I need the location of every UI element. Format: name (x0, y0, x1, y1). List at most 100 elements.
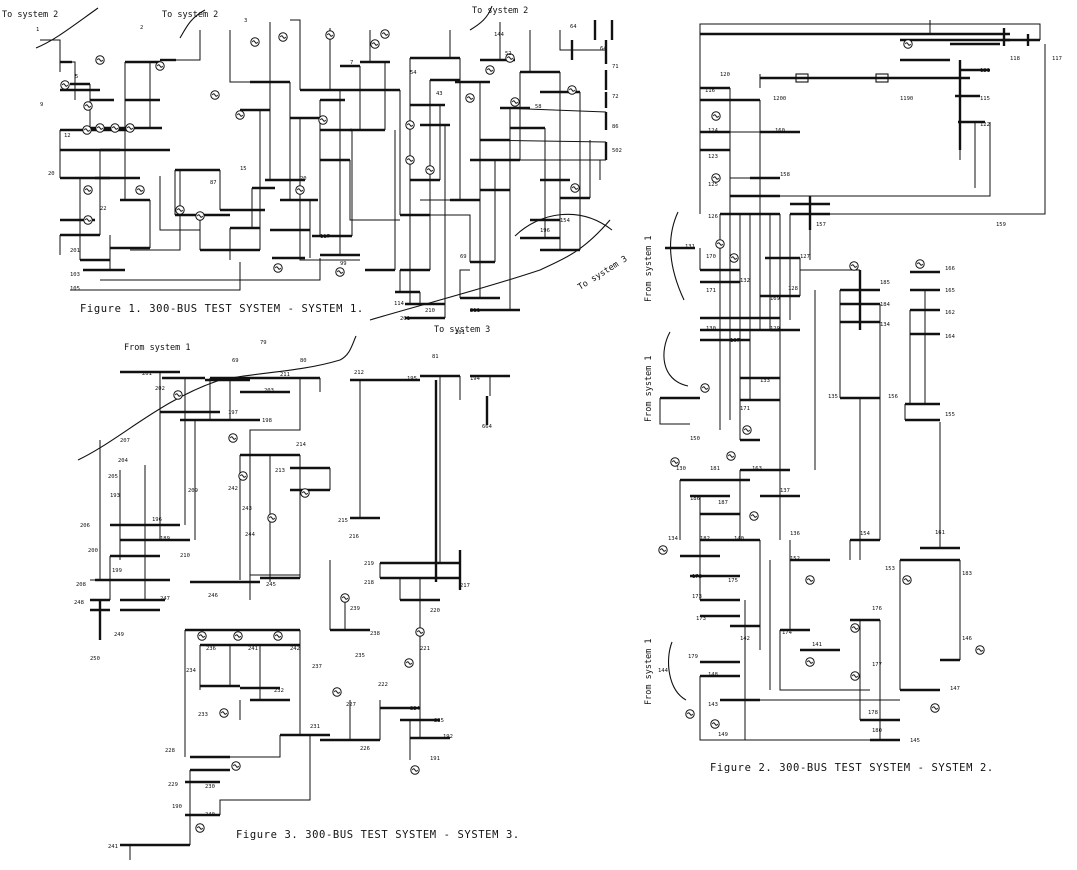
bus-label: 15 (240, 166, 247, 172)
bus-label: 211 (470, 308, 480, 314)
bus-label: 201 (455, 330, 465, 336)
generator-sine (319, 118, 327, 122)
bus-label: 1200 (773, 96, 786, 102)
bus-label: 249 (114, 632, 124, 638)
bus-label: 194 (470, 376, 481, 382)
generator-sine (84, 104, 92, 108)
bus-label: 238 (370, 631, 380, 637)
bus-label: 144 (658, 668, 669, 674)
generator-sine (730, 256, 738, 260)
bus-label: 9 (40, 102, 43, 108)
bus-label: 192 (443, 734, 453, 740)
transmission-line (699, 676, 900, 741)
generator-sine (274, 266, 282, 270)
bus-label: 123 (708, 154, 718, 160)
boundary-line (369, 219, 611, 321)
bus-label: 81 (432, 354, 439, 360)
caption-system-1: Figure 1. 300-BUS TEST SYSTEM - SYSTEM 1… (80, 303, 364, 315)
generator-sine (426, 168, 434, 172)
transmission-line (229, 30, 250, 83)
bus-label: 201 (70, 248, 80, 254)
transmission-line (230, 735, 281, 758)
transmission-line (780, 122, 991, 197)
bus-label: 246 (208, 593, 218, 599)
transmission-line (799, 258, 860, 271)
generator-sine (296, 188, 304, 192)
bus-label: 103 (70, 272, 80, 278)
bus-label: 215 (338, 518, 348, 524)
transmission-line (249, 378, 301, 600)
bus-label: 250 (90, 656, 100, 662)
bus-label: 20 (300, 176, 307, 182)
bus-label: 205 (108, 474, 118, 480)
bus-label: 1190 (900, 96, 913, 102)
generator-sine (851, 674, 859, 678)
bus-label: 170 (706, 254, 716, 260)
bus-label: 69 (460, 254, 467, 260)
bus-label: 150 (690, 436, 700, 442)
generator-sine (568, 88, 576, 92)
bus-label: 233 (198, 712, 208, 718)
generator-sine (333, 690, 341, 694)
bus-label: 217 (460, 583, 470, 589)
bus-label: 210 (180, 553, 190, 559)
generator-sine (903, 578, 911, 582)
bus-label: 118 (1010, 56, 1020, 62)
bus-label: 128 (788, 286, 798, 292)
generator-sine (381, 32, 389, 36)
bus-label: 5 (75, 74, 78, 80)
bus-label: 165 (945, 288, 955, 294)
bus-label: 2 (140, 25, 143, 31)
generator-sine (196, 826, 204, 830)
boundary-line (514, 213, 613, 237)
boundary-line (667, 641, 687, 701)
generator-sine (686, 712, 694, 716)
bus-label: 664 (482, 424, 493, 430)
bus-label: 87 (210, 180, 217, 186)
generator-sine (196, 214, 204, 218)
bus-label: 171 (706, 288, 716, 294)
transmission-line (70, 262, 241, 291)
transmission-line (459, 269, 470, 298)
bus-label: 189 (160, 536, 170, 542)
bus-label: 143 (708, 702, 718, 708)
generator-sine (671, 460, 679, 464)
bus-label: 180 (872, 728, 882, 734)
bus-label: 174 (782, 630, 793, 636)
bus-label: 163 (752, 466, 762, 472)
bus-label: 117 (1052, 56, 1062, 62)
generator-sine (806, 660, 814, 664)
bus-label: 248 (74, 600, 84, 606)
bus-label: 207 (120, 438, 130, 444)
transmission-line (699, 23, 1041, 40)
bus-label: 227 (346, 702, 356, 708)
bus-label: 211 (280, 372, 290, 378)
generator-sine (326, 33, 334, 37)
bus-label: 155 (945, 412, 955, 418)
bus-label: 199 (112, 568, 122, 574)
bus-label: 190 (172, 804, 182, 810)
generator-sine (301, 491, 309, 495)
bus-label: 64 (600, 46, 607, 52)
conn-s3-from-sys1: From system 1 (124, 343, 191, 353)
generator-sine (506, 56, 514, 60)
bus-label: 7 (350, 60, 353, 66)
conn-s2-from-sys1-c: From system 1 (644, 638, 654, 705)
generator-sine (371, 42, 379, 46)
transmission-line (219, 735, 311, 815)
busbars (60, 20, 1040, 847)
bus-label: 131 (685, 244, 695, 250)
bus-label: 58 (535, 104, 542, 110)
generator-sine (850, 264, 858, 268)
generator-sine (416, 630, 424, 634)
bus-label: 126 (708, 214, 718, 220)
bus-label: 197 (228, 410, 238, 416)
bus-label: 228 (165, 748, 175, 754)
generator-sine (341, 596, 349, 600)
generator-sine (274, 634, 282, 638)
bus-label: 136 (790, 531, 800, 537)
generator-sine (84, 218, 92, 222)
bus-label: 152 (790, 556, 800, 562)
bus-label: 135 (828, 394, 838, 400)
bus-label: 122 (980, 122, 990, 128)
